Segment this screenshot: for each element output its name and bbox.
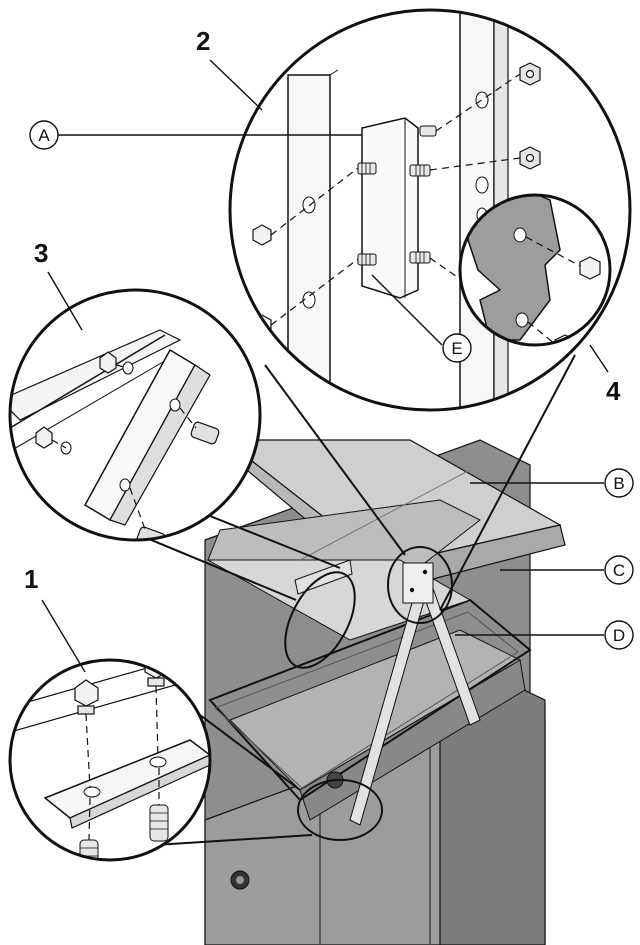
step-number-1: 1 bbox=[24, 564, 39, 594]
detail-1 bbox=[8, 658, 212, 862]
hex-nut-icon bbox=[519, 62, 541, 170]
detail-mark-3 bbox=[284, 571, 356, 669]
callout-e: E bbox=[442, 333, 472, 363]
detail-3 bbox=[8, 288, 262, 542]
callout-leaders bbox=[41, 59, 609, 673]
svg-text:D: D bbox=[613, 626, 625, 645]
callout-c: C bbox=[604, 555, 634, 585]
step-number-3: 3 bbox=[34, 238, 49, 268]
svg-text:B: B bbox=[613, 474, 624, 493]
detail-mark-1 bbox=[297, 779, 383, 841]
detail-mark-2 bbox=[387, 546, 453, 624]
callout-d: D bbox=[604, 620, 634, 650]
svg-text:C: C bbox=[613, 561, 625, 580]
callout-a: A bbox=[29, 120, 59, 150]
step-number-4: 4 bbox=[606, 376, 621, 406]
step-number-2: 2 bbox=[196, 26, 211, 56]
callout-b: B bbox=[604, 468, 634, 498]
svg-text:A: A bbox=[38, 126, 50, 145]
svg-text:E: E bbox=[451, 339, 462, 358]
